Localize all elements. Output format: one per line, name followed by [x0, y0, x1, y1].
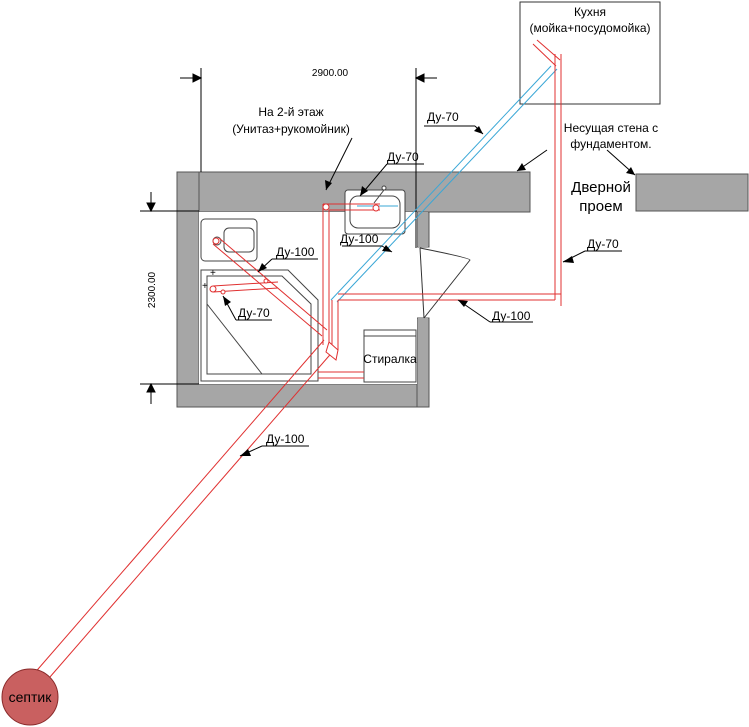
pipe-label-du70-sink: Ду-70 — [387, 150, 419, 164]
second-floor-line1: На 2-й этаж — [258, 105, 323, 119]
septic-label: септик — [9, 689, 53, 705]
kitchen-box — [519, 1, 661, 105]
pipe-label-du70-bath: Ду-70 — [238, 306, 270, 320]
washing-machine — [363, 329, 417, 383]
dimension-height — [140, 192, 199, 404]
bearing-wall-line1: Несущая стена с — [564, 121, 658, 135]
bath-tap-mark: + — [202, 281, 208, 292]
pipe-fittings — [209, 203, 380, 361]
dim-width-label: 2900.00 — [312, 68, 349, 79]
washer-label: Стиралка — [363, 352, 417, 366]
kitchen-subtitle: (мойка+посудомойка) — [529, 21, 650, 35]
septic-tank — [1, 668, 59, 726]
bath-tap-mark-2: + — [210, 268, 216, 279]
wall-bottom — [176, 383, 430, 408]
second-floor-line2: (Унитаз+рукомойник) — [232, 122, 350, 136]
toilet — [200, 218, 258, 262]
bearing-wall-line2: фундаментом. — [570, 137, 651, 151]
doorway-line1: Дверной — [571, 179, 631, 196]
pipe-label-du70-kitchen: Ду-70 — [427, 110, 459, 124]
pipe-label-du100-toilet: Ду-100 — [276, 245, 315, 259]
wall-right-upper-fill — [418, 212, 428, 247]
pipe-label-du70-right: Ду-70 — [587, 237, 619, 251]
leader-arrows — [223, 126, 635, 456]
kitchen-title: Кухня — [574, 5, 606, 19]
dim-height-label: 2300.00 — [147, 271, 158, 308]
door — [419, 247, 471, 319]
pipe-label-du100-right: Ду-100 — [492, 309, 531, 323]
wall-doorway-right — [635, 173, 749, 212]
pipe-label-du100-upper: Ду-100 — [340, 232, 379, 246]
wall-right-lower-fill — [418, 318, 428, 384]
bathtub — [200, 269, 319, 382]
doorway-line2: проем — [579, 198, 622, 215]
pipe-label-du100-septic: Ду-100 — [266, 432, 305, 446]
wall-left — [176, 171, 200, 408]
pipes-red — [31, 39, 562, 686]
